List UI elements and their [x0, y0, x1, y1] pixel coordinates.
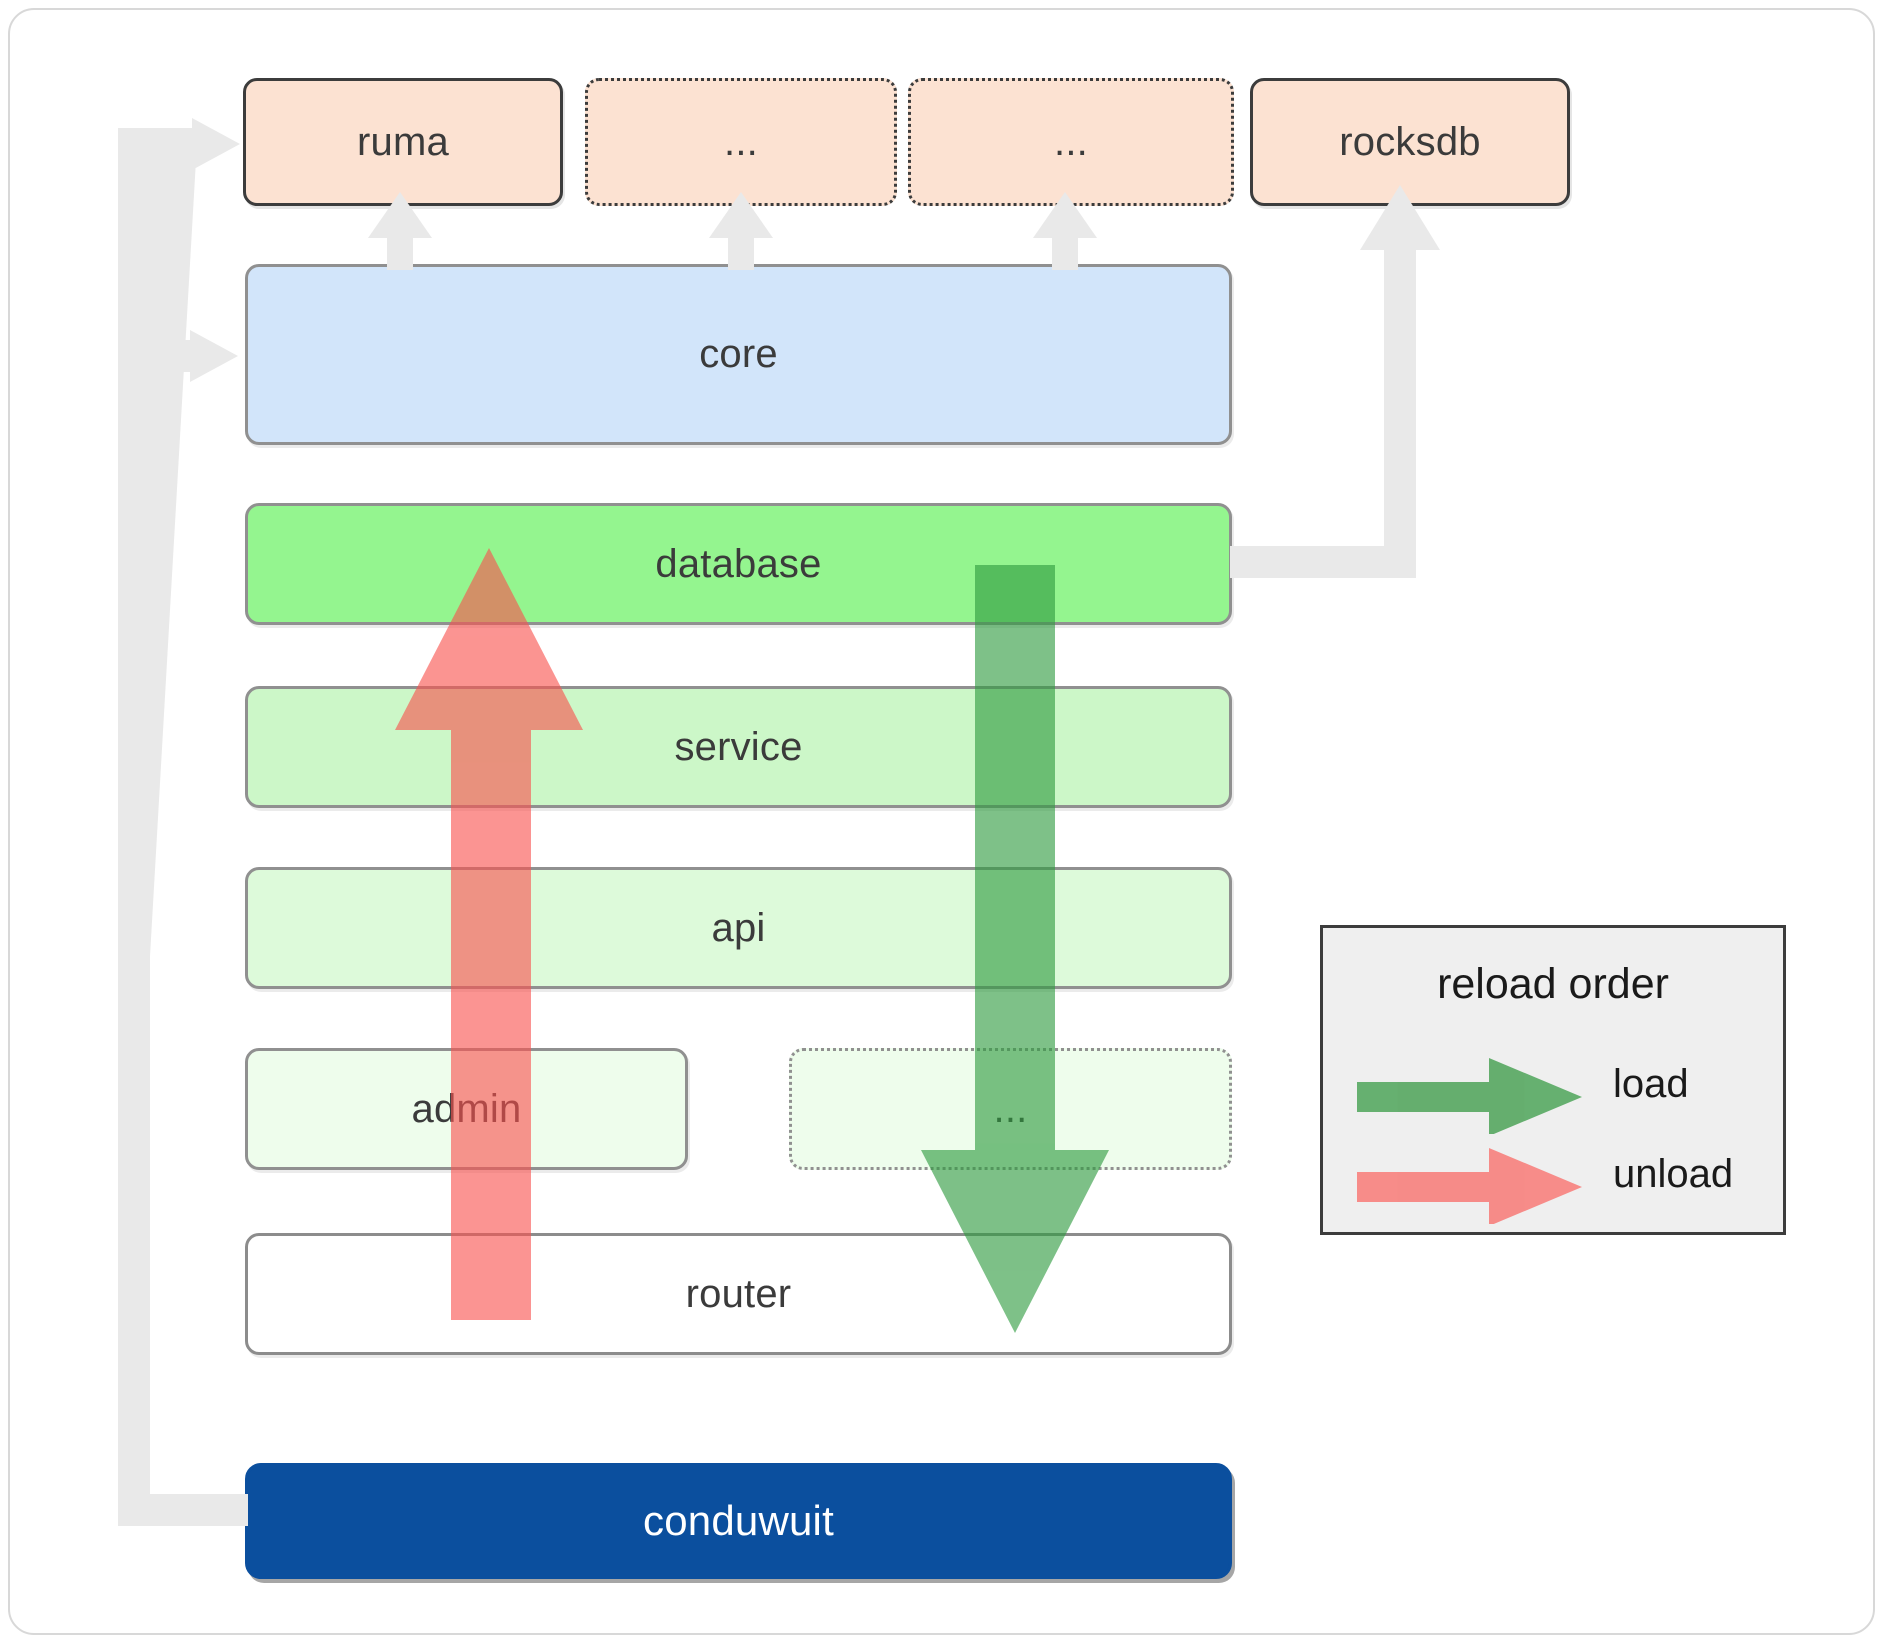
dependency-label-rocksdb: rocksdb [1339, 119, 1481, 164]
diagram-frame [8, 8, 1875, 1635]
layer-box-service[interactable]: service [245, 686, 1232, 808]
dependency-box-ruma[interactable]: ruma [243, 78, 563, 206]
legend-arrow-unload [1357, 1148, 1582, 1224]
legend-title: reload order [1437, 960, 1669, 1008]
dependency-label-dots-2: ... [1054, 119, 1088, 164]
legend-arrow-load [1357, 1058, 1582, 1134]
layer-label-core: core [699, 332, 778, 376]
layer-label-service: service [674, 724, 803, 769]
legend-row-unload: unload [1323, 1146, 1783, 1236]
dependency-label-dots-1: ... [724, 119, 758, 164]
dependency-label-ruma: ruma [357, 119, 449, 164]
layer-box-core[interactable]: core [245, 264, 1232, 445]
layer-box-api[interactable]: api [245, 867, 1232, 989]
layer-label-database: database [655, 541, 822, 586]
layer-box-database[interactable]: database [245, 503, 1232, 625]
layer-label-dots-3: ... [993, 1086, 1028, 1131]
app-label-conduwuit: conduwuit [643, 1497, 834, 1544]
dependency-box-dots-2[interactable]: ... [908, 78, 1234, 206]
layer-box-router[interactable]: router [245, 1233, 1232, 1355]
app-box-conduwuit[interactable]: conduwuit [245, 1463, 1232, 1579]
legend-label-unload: unload [1613, 1152, 1734, 1196]
legend-panel: reload order load unload [1320, 925, 1786, 1235]
dependency-box-dots-1[interactable]: ... [585, 78, 897, 206]
dependency-box-rocksdb[interactable]: rocksdb [1250, 78, 1570, 206]
layer-label-api: api [711, 905, 766, 950]
layer-label-router: router [685, 1271, 792, 1316]
legend-row-load: load [1323, 1056, 1783, 1146]
legend-label-load: load [1613, 1062, 1689, 1106]
layer-box-dots-3[interactable]: ... [789, 1048, 1232, 1170]
layer-label-admin: admin [411, 1086, 522, 1131]
layer-box-admin[interactable]: admin [245, 1048, 688, 1170]
